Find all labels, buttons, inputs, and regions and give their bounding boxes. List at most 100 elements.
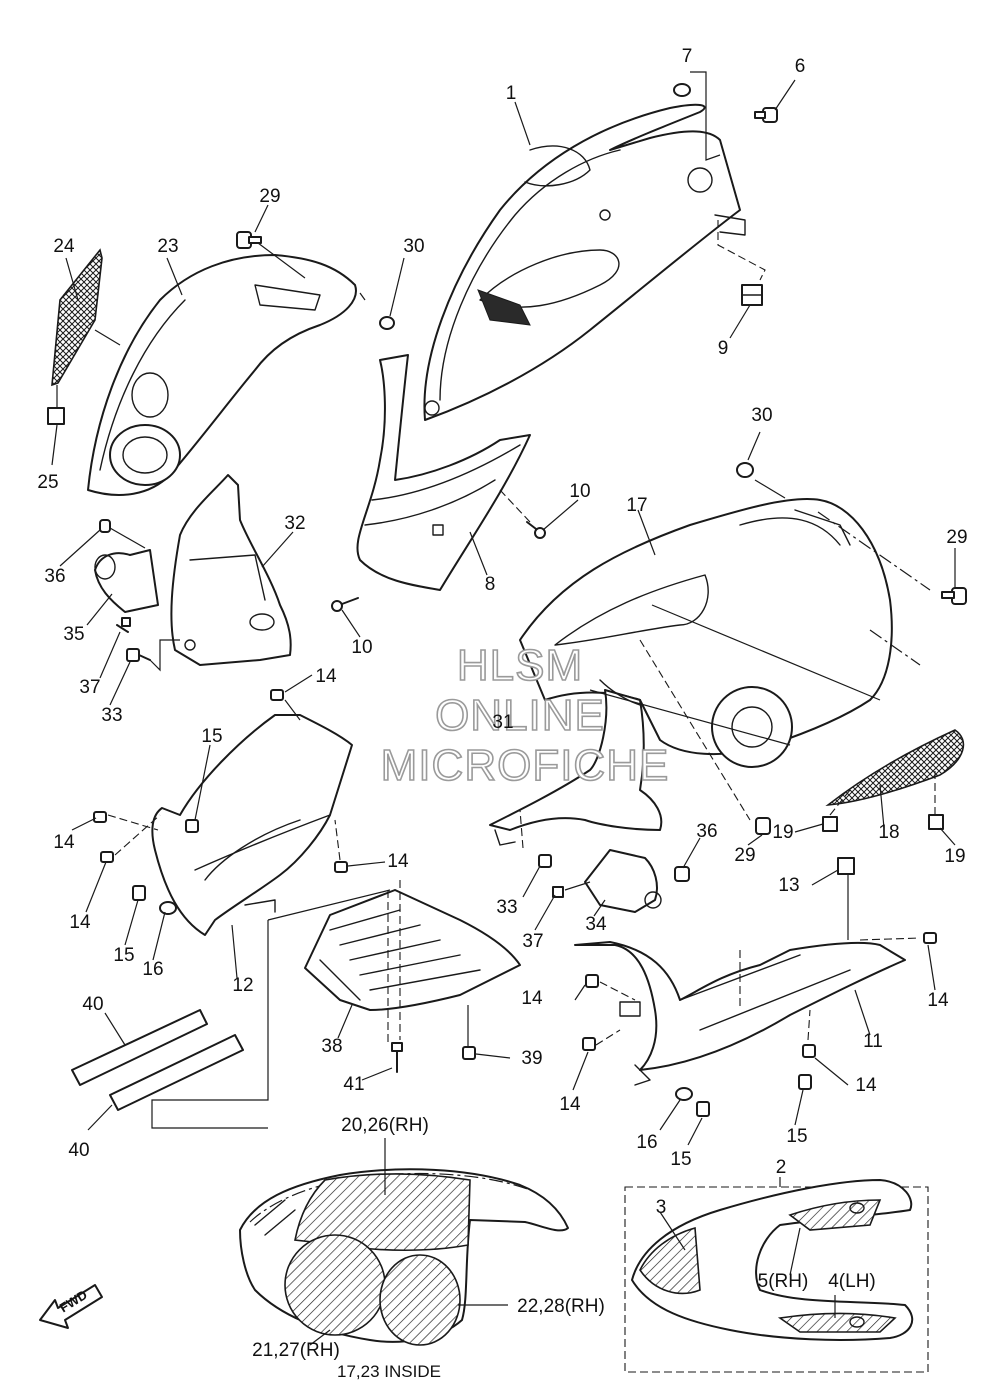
callout-29-right: 29: [946, 527, 967, 548]
inner-cover-part-12: [151, 714, 353, 936]
callout-33-right: 33: [496, 897, 517, 918]
watermark-line-1: HLSM: [457, 641, 583, 690]
screw-part-6: [754, 107, 778, 123]
callout-17: 17: [626, 495, 647, 516]
callout-labels: 1 7 6 9 29 23 24 30 25 30 10 17 29 32 36…: [37, 46, 967, 1381]
clip-part-19-a: [822, 816, 838, 832]
callout-23: 23: [157, 236, 178, 257]
callout-15-11-b: 15: [670, 1149, 691, 1170]
screw-part-36-left: [99, 519, 111, 533]
callout-16-12: 16: [142, 959, 163, 980]
callout-22-28: 22,28(RH): [517, 1296, 605, 1317]
callout-14-11-b: 14: [521, 988, 543, 1009]
bolt-part-33-right: [538, 854, 552, 868]
strip-part-40-bottom: [109, 1034, 244, 1111]
callout-14-top: 14: [315, 666, 337, 687]
watermark-line-3: MICROFICHE: [381, 741, 670, 790]
screw-part-14-12-left-a: [93, 811, 107, 823]
front-cowl-part-1: [423, 103, 746, 421]
callout-36-right: 36: [696, 821, 717, 842]
inner-panel-part-8: [356, 354, 531, 591]
grille-part-18: [825, 729, 965, 807]
callout-34: 34: [585, 914, 607, 935]
callout-41: 41: [343, 1074, 364, 1095]
screw-part-14-11-c: [582, 1037, 596, 1051]
callout-15-top: 15: [201, 726, 222, 747]
bolt-part-33-left: [126, 648, 151, 662]
callout-36-left: 36: [44, 566, 65, 587]
bolt-part-37-left: [116, 617, 131, 633]
screw-part-14-11-b: [585, 974, 599, 988]
bolt-part-15-12-bottom: [132, 885, 146, 901]
screw-part-36-right: [674, 866, 690, 882]
washer-part-30-right: [736, 462, 754, 478]
forward-arrow-icon: FWD: [39, 1284, 103, 1329]
callout-37-right: 37: [522, 931, 543, 952]
callout-4-lh: 4(LH): [828, 1271, 876, 1292]
callout-15-12: 15: [113, 945, 134, 966]
callout-14-11-d: 14: [855, 1075, 877, 1096]
bolt-part-37-right: [552, 886, 564, 898]
screw-part-14-12-left-b: [100, 851, 114, 863]
side-panel-decals-20-28: [239, 1168, 569, 1346]
callout-10-a: 10: [569, 481, 590, 502]
callout-6: 6: [795, 56, 806, 77]
bolt-part-15-11-b: [696, 1101, 710, 1117]
screw-part-29-lower: [755, 817, 771, 835]
screw-part-14-12-top: [270, 689, 284, 701]
clip-part-25: [47, 407, 65, 425]
callout-25: 25: [37, 472, 58, 493]
callout-33-left: 33: [101, 705, 122, 726]
callout-3: 3: [656, 1197, 667, 1218]
clip-part-13: [837, 857, 855, 875]
callout-14-left-a: 14: [53, 832, 75, 853]
watermark: HLSM ONLINE MICROFICHE: [380, 640, 670, 791]
emblem-decal-box-part-2: [624, 1179, 929, 1373]
callout-24: 24: [53, 236, 75, 257]
callout-39: 39: [521, 1048, 542, 1069]
inner-bracket-part-31: [489, 679, 663, 846]
callout-8: 8: [485, 574, 496, 595]
callout-14-12-right: 14: [387, 851, 409, 872]
screw-part-10-a: [526, 521, 546, 539]
washer-part-16-12: [159, 901, 177, 915]
screw-part-29-right: [941, 587, 967, 605]
callout-14-left-b: 14: [69, 912, 91, 933]
screw-part-15-12-top: [185, 819, 199, 833]
callout-19-b: 19: [944, 846, 965, 867]
watermark-line-2: ONLINE: [435, 691, 605, 740]
screw-part-14-12-right: [334, 861, 348, 873]
inner-bracket-part-32: [170, 474, 292, 666]
callout-5-rh: 5(RH): [758, 1271, 809, 1292]
callout-29-upper: 29: [259, 186, 280, 207]
callout-19-a: 19: [772, 822, 793, 843]
strip-part-40-top: [71, 1009, 208, 1086]
callout-10-b: 10: [351, 637, 372, 658]
callout-14-11-a: 14: [927, 990, 949, 1011]
callout-13: 13: [778, 875, 799, 896]
callout-11: 11: [863, 1031, 883, 1052]
screw-part-14-11-a: [923, 932, 937, 944]
horn-part-34: [584, 849, 662, 913]
bolt-part-15-11: [798, 1074, 812, 1090]
washer-part-30-upper: [379, 316, 395, 330]
callout-40-top: 40: [82, 994, 103, 1015]
grille-part-24: [51, 248, 103, 387]
callout-2: 2: [776, 1157, 787, 1178]
screw-part-41: [391, 1042, 403, 1073]
callout-31: 31: [492, 712, 513, 733]
under-cover-part-38: [304, 889, 521, 1011]
callout-38: 38: [321, 1036, 342, 1057]
callout-30-upper: 30: [403, 236, 424, 257]
callout-9: 9: [718, 338, 729, 359]
clip-part-9: [741, 284, 763, 306]
side-panel-part-23: [87, 254, 357, 496]
washer-part-7: [673, 83, 691, 97]
callout-40-bottom: 40: [68, 1140, 89, 1161]
callout-7: 7: [682, 46, 693, 67]
screw-part-10-b: [331, 597, 359, 612]
screw-part-39: [462, 1046, 476, 1060]
callout-35: 35: [63, 624, 84, 645]
callout-18: 18: [878, 822, 899, 843]
callout-12: 12: [232, 975, 253, 996]
